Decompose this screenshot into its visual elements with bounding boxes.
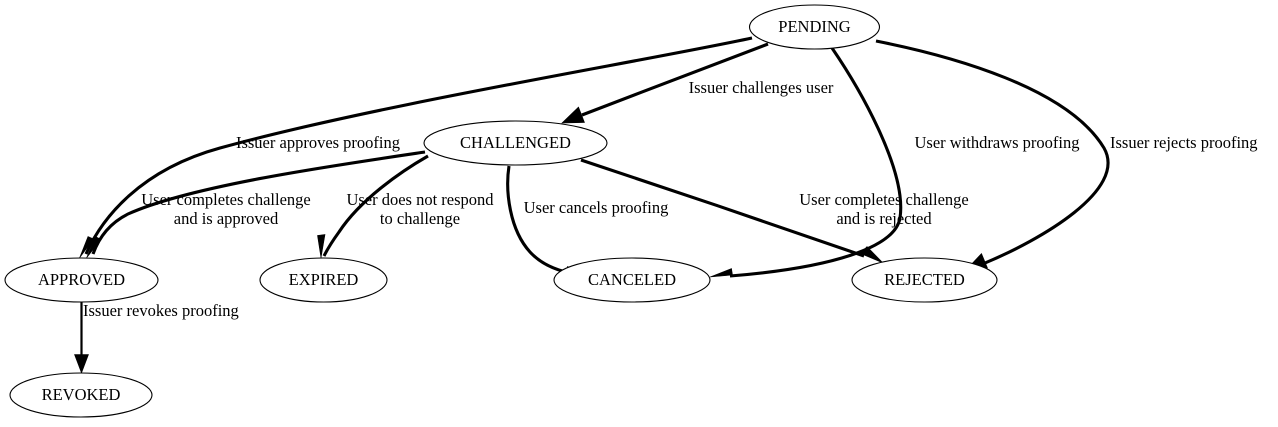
node-expired-ellipse[interactable] — [259, 257, 388, 303]
node-expired-label: EXPIRED — [289, 270, 359, 289]
edge-pending-approved-path — [84, 36, 753, 255]
edge-pending-canceled-path — [729, 47, 903, 278]
node-approved-ellipse[interactable] — [4, 257, 159, 303]
edge-challenged-rejected-arrowhead — [859, 246, 884, 264]
node-challenged-label: CHALLENGED — [460, 133, 571, 152]
edge-pending-challenged-label-line-0: Issuer challenges user — [689, 78, 834, 97]
edge-pending-rejected-label-line-0: Issuer rejects proofing — [1110, 133, 1258, 152]
node-canceled[interactable]: CANCELED — [553, 257, 711, 303]
edge-challenged-approved-path — [91, 150, 426, 255]
edge-pending-challenged: Issuer challenges user — [561, 42, 834, 124]
node-rejected[interactable]: REJECTED — [851, 257, 998, 303]
edge-challenged-expired-label-line-1: to challenge — [380, 209, 460, 228]
edge-approved-revoked: Issuer revokes proofing — [74, 301, 239, 374]
edge-approved-revoked-label-line-0: Issuer revokes proofing — [83, 301, 239, 320]
node-approved[interactable]: APPROVED — [4, 257, 159, 303]
edge-challenged-approved-label-line-0: User completes challenge — [141, 190, 311, 209]
edge-challenged-rejected-label-line-1: and is rejected — [836, 209, 932, 228]
edge-pending-canceled-label-line-0: User withdraws proofing — [915, 133, 1080, 152]
edge-challenged-approved-arrowhead — [86, 236, 102, 259]
edge-challenged-expired-label-line-0: User does not respond — [346, 190, 494, 209]
edge-pending-approved: Issuer approves proofing — [79, 36, 753, 259]
edge-challenged-approved: User completes challenge and is approved — [86, 150, 426, 259]
node-pending[interactable]: PENDING — [748, 4, 881, 50]
edge-challenged-expired: User does not respond to challenge — [317, 154, 494, 259]
edge-pending-canceled-arrowhead — [709, 268, 733, 278]
node-revoked-ellipse[interactable] — [9, 372, 153, 418]
edge-challenged-approved-label-line-1: and is approved — [174, 209, 279, 228]
node-pending-ellipse[interactable] — [748, 4, 881, 50]
node-challenged-ellipse[interactable] — [423, 120, 608, 166]
edge-approved-revoked-arrowhead — [74, 354, 89, 374]
node-rejected-ellipse[interactable] — [851, 257, 998, 303]
edge-challenged-canceled-label-line-0: User cancels proofing — [524, 198, 669, 217]
node-revoked-label: REVOKED — [42, 385, 121, 404]
edge-pending-approved-label-line-0: Issuer approves proofing — [236, 133, 400, 152]
edge-pending-rejected: Issuer rejects proofing — [875, 39, 1258, 271]
edge-challenged-rejected-label-line-0: User completes challenge — [799, 190, 969, 209]
edge-pending-canceled: User withdraws proofing — [709, 47, 1080, 278]
edge-challenged-rejected-path — [580, 158, 865, 258]
node-rejected-label: REJECTED — [884, 270, 965, 289]
edge-challenged-canceled-path — [506, 165, 571, 275]
edge-pending-challenged-path — [581, 42, 769, 117]
node-canceled-label: CANCELED — [588, 270, 676, 289]
node-approved-label: APPROVED — [38, 270, 125, 289]
edge-challenged-rejected: User completes challenge and is rejected — [580, 158, 969, 264]
edge-challenged-expired-arrowhead — [317, 234, 326, 259]
edge-pending-approved-arrowhead — [79, 236, 95, 259]
node-challenged[interactable]: CHALLENGED — [423, 120, 608, 166]
edge-pending-rejected-path — [875, 39, 1110, 265]
edge-challenged-expired-path — [322, 154, 429, 257]
node-canceled-ellipse[interactable] — [553, 257, 711, 303]
node-pending-label: PENDING — [778, 17, 850, 36]
node-expired[interactable]: EXPIRED — [259, 257, 388, 303]
edge-pending-challenged-arrowhead — [561, 106, 585, 124]
node-revoked[interactable]: REVOKED — [9, 372, 153, 418]
